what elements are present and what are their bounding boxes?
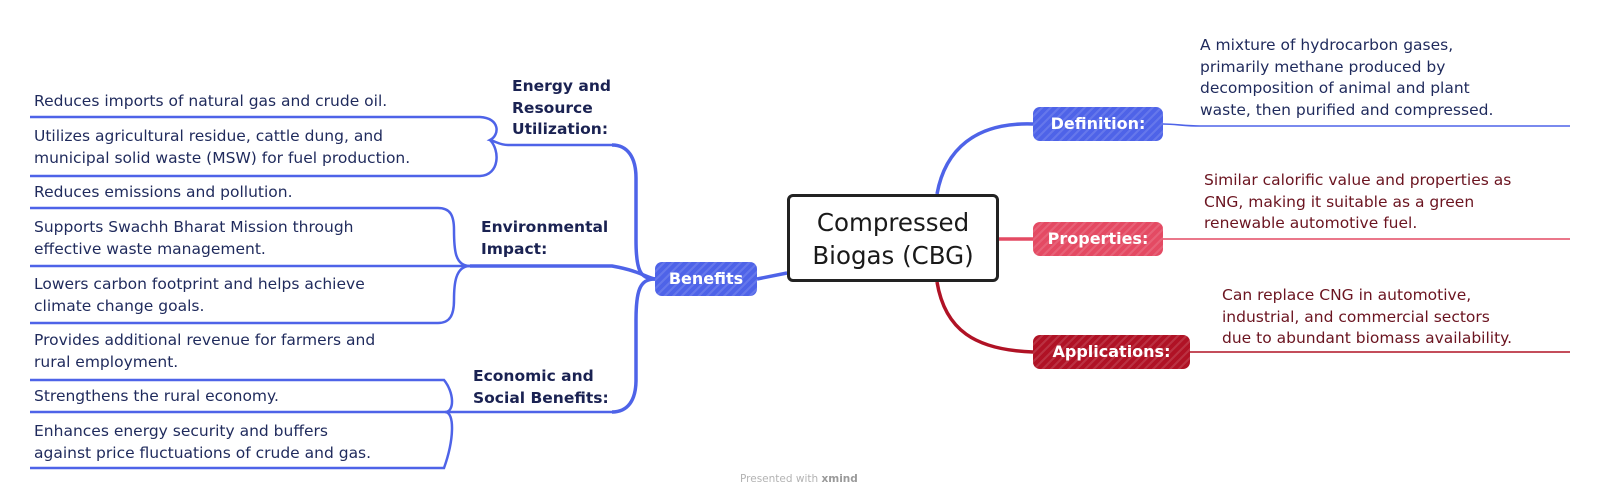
- group-title-environment: Environmental Impact:: [481, 218, 609, 258]
- group-title-energy: Energy and Resource Utilization:: [512, 77, 611, 138]
- connector-group-environment: [470, 264, 656, 281]
- benefit-item: Reduces imports of natural gas and crude…: [34, 92, 388, 110]
- properties-node[interactable]: Properties:: [1033, 222, 1163, 256]
- group-title-economic: Economic and Social Benefits:: [473, 367, 609, 407]
- watermark: Presented with xmind: [740, 473, 880, 485]
- benefit-item: Reduces emissions and pollution.: [34, 183, 293, 201]
- benefit-item: Supports Swachh Bharat Mission through e…: [34, 218, 354, 258]
- brace-environment-bottom: [30, 264, 471, 325]
- applications-node[interactable]: Applications:: [1033, 335, 1190, 369]
- definition-node[interactable]: Definition:: [1033, 107, 1163, 141]
- benefit-item: Strengthens the rural economy.: [34, 387, 279, 405]
- benefit-item: Enhances energy security and buffers aga…: [34, 422, 372, 462]
- benefit-item: Utilizes agricultural residue, cattle du…: [34, 127, 411, 167]
- brace-energy-lower: [30, 139, 498, 178]
- properties-text: Similar calorific value and properties a…: [1204, 171, 1512, 232]
- connector-definition: [935, 122, 1034, 195]
- applications-text: Can replace CNG in automotive, industria…: [1222, 286, 1513, 347]
- benefit-item: Lowers carbon footprint and helps achiev…: [34, 275, 365, 315]
- brace-environment-top: [30, 206, 471, 268]
- definition-text: A mixture of hydrocarbon gases, primaril…: [1200, 36, 1494, 119]
- central-topic[interactable]: Compressed Biogas (CBG): [787, 194, 999, 282]
- watermark-prefix: Presented with: [740, 473, 819, 485]
- brace-economic-bottom: [30, 410, 454, 470]
- connector-benefits: [756, 271, 788, 281]
- connector-group-economic: [611, 277, 656, 414]
- benefit-item: Provides additional revenue for farmers …: [34, 331, 376, 371]
- benefits-node[interactable]: Benefits: [655, 262, 757, 296]
- connector-group-energy: [611, 143, 656, 281]
- connector-applications: [935, 281, 1034, 354]
- underline-definition: [1162, 123, 1570, 127]
- watermark-brand: xmind: [821, 473, 858, 485]
